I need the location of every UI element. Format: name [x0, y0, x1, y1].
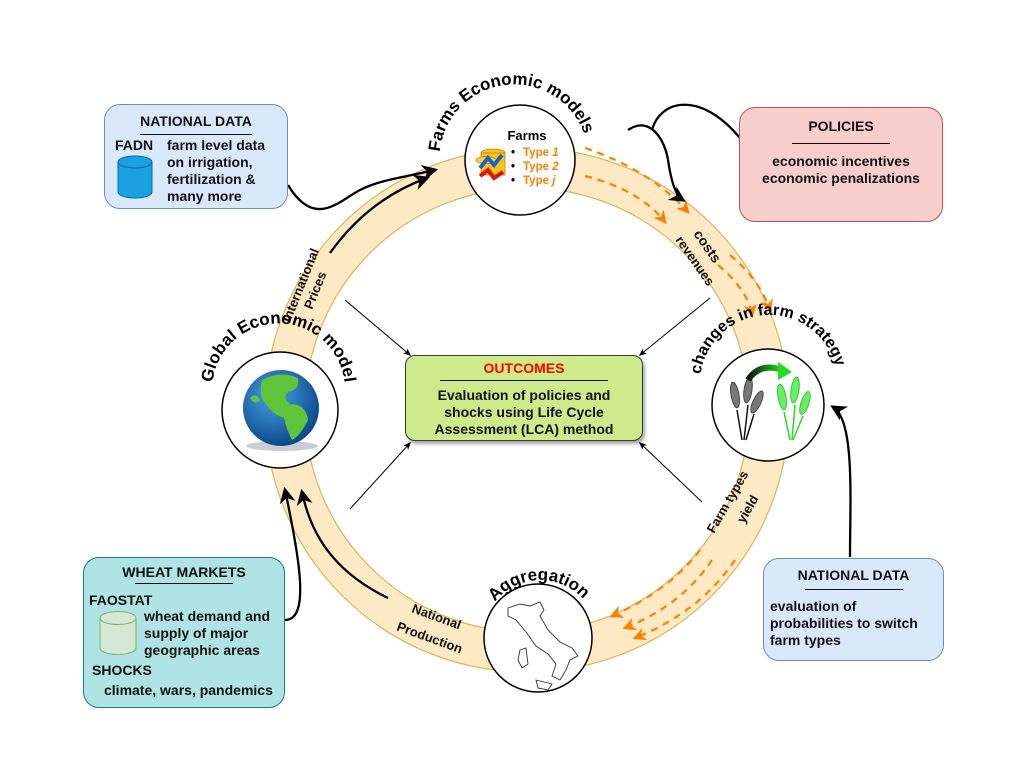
arrow-global-to-outcomes [344, 299, 412, 357]
dashed-arrow-costs-2 [729, 254, 773, 313]
arrow-aggregation-to-outcomes [349, 441, 412, 510]
globe-icon [243, 370, 319, 451]
farm-type-j: Type j [523, 175, 556, 187]
dashed-arrow-revenues-2 [717, 264, 757, 318]
input-arrows [279, 103, 852, 622]
policies-title: POLICIES [808, 118, 874, 134]
title-divider [440, 380, 608, 381]
wheat-switch-icon [730, 362, 811, 441]
national-data-description: farm level data on irrigation, fertiliza… [167, 137, 266, 204]
farms-heading: Farms [507, 128, 546, 143]
aggregation-circle [483, 583, 593, 693]
arrow-production-to-global [296, 488, 389, 600]
shocks-label: SHOCKS [92, 662, 152, 678]
arrow-prices-to-farms [329, 174, 431, 254]
arrow-policies-connector [650, 103, 741, 139]
database-icon [99, 611, 137, 655]
wheat-markets-title: WHEAT MARKETS [122, 564, 246, 580]
coins-chart-icon [475, 148, 506, 181]
type-bullet-1: • [511, 147, 515, 159]
shocks-description: climate, wars, pandemics [104, 682, 273, 698]
wheat-markets-box: WHEAT MARKETS FAOSTAT wheat demand and s… [83, 557, 285, 708]
title-divider [792, 143, 890, 144]
dashed-arrow-yield-3 [632, 559, 736, 641]
outcome-arrows [344, 297, 711, 510]
title-divider [135, 583, 233, 584]
fadn-label: FADN [115, 137, 154, 153]
arrow-national-data-to-farms [287, 165, 439, 211]
farm-type-2: Type 2 [523, 161, 559, 173]
outcomes-description: Evaluation of policies and shocks using … [434, 387, 614, 437]
faostat-label: FAOSTAT [89, 592, 153, 608]
policies-description: economic incentives economic penalizatio… [762, 153, 920, 186]
dashed-arrows-top [584, 146, 773, 318]
outcomes-box: OUTCOMES Evaluation of policies and shoc… [405, 355, 643, 441]
title-divider [804, 589, 903, 590]
arrow-farms-to-outcomes [638, 297, 711, 357]
farm-type-1: Type 1 [523, 147, 559, 159]
dashed-arrows-bottom [609, 549, 736, 641]
title-divider [140, 134, 252, 135]
arrow-national-data-to-strategy [830, 405, 852, 558]
dashed-arrow-yield-1 [609, 549, 701, 618]
national-data-description: evaluation of probabilities to switch fa… [770, 598, 918, 648]
arrow-wheat-to-global-1 [279, 486, 302, 622]
faostat-description: wheat demand and supply of major geograp… [144, 608, 271, 658]
node-aggregation[interactable]: Aggregation [483, 565, 594, 693]
database-icon [117, 155, 153, 199]
type-bullet-2: • [511, 161, 515, 173]
national-data-box-bottom: NATIONAL DATA evaluation of probabilitie… [763, 558, 944, 661]
type-bullet-j: • [511, 175, 515, 187]
dashed-arrow-yield-2 [622, 559, 713, 631]
italy-map-icon [507, 601, 579, 691]
arrow-policies-to-farms [627, 124, 686, 202]
dashed-arrow-costs [584, 146, 690, 214]
national-data-title: NATIONAL DATA [140, 113, 252, 129]
arrow-strategy-to-outcomes [638, 441, 703, 503]
outcomes-title: OUTCOMES [483, 360, 565, 376]
policies-box: POLICIES economic incentives economic pe… [739, 107, 943, 222]
national-data-title: NATIONAL DATA [797, 567, 910, 583]
national-data-box-top: NATIONAL DATA FADN farm level data on ir… [104, 104, 288, 209]
farms-circle [464, 104, 576, 216]
